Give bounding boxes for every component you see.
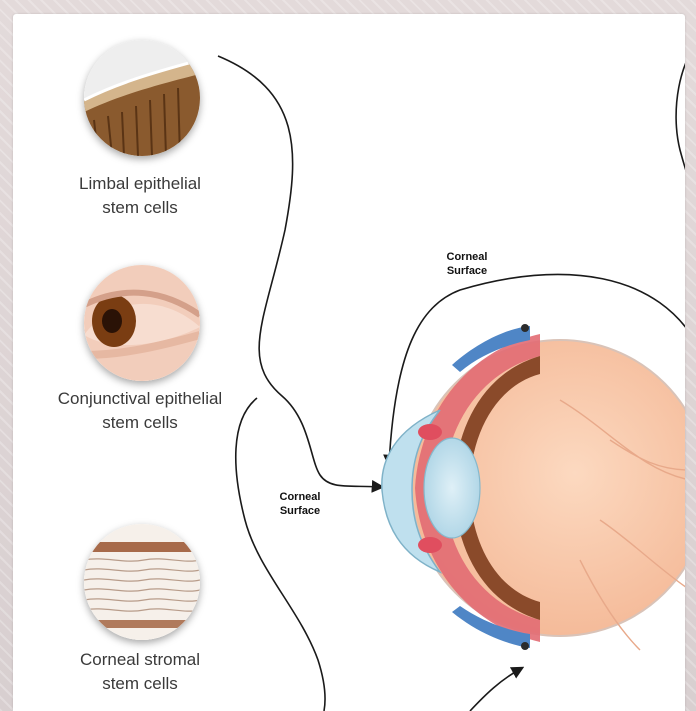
eyeball-illustration xyxy=(382,324,696,650)
top-label-line1: Corneal xyxy=(432,250,502,264)
connector-curve-bottom xyxy=(470,668,522,711)
conjunctival-caption-line2: stem cells xyxy=(20,411,260,435)
limbal-cells-caption: Limbal epithelial stem cells xyxy=(40,172,240,220)
conjunctival-caption-line1: Conjunctival epithelial xyxy=(20,387,260,411)
limbal-caption-line1: Limbal epithelial xyxy=(40,172,240,196)
left-label-line2: Surface xyxy=(265,504,335,518)
conjunctival-cells-caption: Conjunctival epithelial stem cells xyxy=(20,387,260,435)
connector-curve-conjunctival xyxy=(236,398,325,711)
stromal-caption-line1: Corneal stromal xyxy=(40,648,240,672)
top-label-line2: Surface xyxy=(432,264,502,278)
stromal-cells-caption: Corneal stromal stem cells xyxy=(40,648,240,696)
limbal-caption-line2: stem cells xyxy=(40,196,240,220)
corneal-surface-label-top: Corneal Surface xyxy=(432,250,502,278)
connector-curve-topright xyxy=(676,40,696,210)
left-label-line1: Corneal xyxy=(265,490,335,504)
limbal-cells-image xyxy=(84,40,200,156)
stromal-cells-image xyxy=(84,524,200,640)
conjunctival-cells-image xyxy=(84,265,200,381)
stromal-caption-line2: stem cells xyxy=(40,672,240,696)
corneal-surface-label-left: Corneal Surface xyxy=(265,490,335,518)
